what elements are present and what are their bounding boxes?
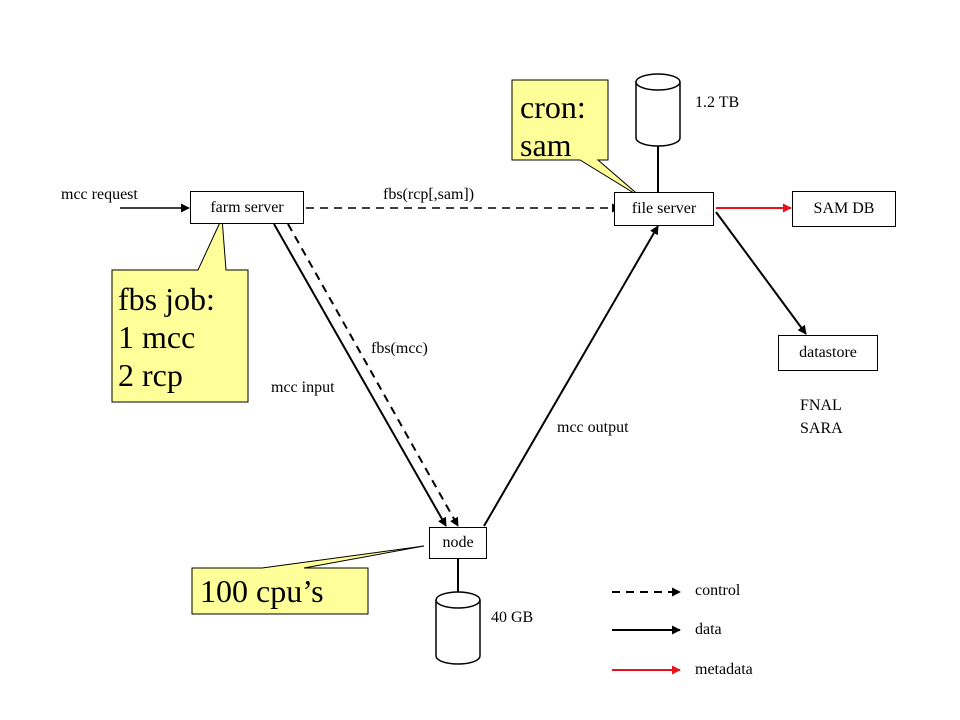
legend-data-label: data — [695, 621, 722, 638]
callout-cron-line-2: sam — [520, 127, 572, 163]
disk-icon-node — [435, 558, 481, 665]
disk-icon-file-server — [635, 73, 681, 192]
node-disk-size: 40 GB — [491, 609, 534, 626]
file-server-disk-size: 1.2 TB — [695, 94, 740, 111]
mcc-input-arrow — [273, 223, 447, 527]
callout-cron-shape — [511, 79, 643, 199]
mcc-output-arrow — [483, 225, 659, 527]
mcc-request-label: mcc request — [61, 186, 138, 203]
fbs-mcc-arrow — [287, 223, 459, 527]
callout-fbs-job-shape — [111, 216, 249, 403]
node-box: node — [429, 527, 487, 559]
file-server-box: file server — [614, 192, 714, 226]
fbs-rcp-sam-label: fbs(rcp[,sam]) — [383, 186, 475, 203]
sam-db-box: SAM DB — [792, 191, 896, 227]
datastore-site-sara: SARA — [800, 420, 843, 437]
callout-fbs-job-line-1: fbs job: — [118, 281, 215, 317]
mcc-input-label: mcc input — [271, 379, 335, 396]
callout-fbs-job-line-3: 2 rcp — [118, 357, 183, 393]
fbs-mcc-label: fbs(mcc) — [371, 340, 428, 357]
callout-cpus-text: 100 cpu’s — [200, 573, 324, 609]
farm-server-box: farm server — [190, 191, 304, 224]
datastore-arrow — [715, 211, 807, 335]
mcc-output-label: mcc output — [557, 419, 629, 436]
datastore-box: datastore — [778, 335, 878, 371]
legend-control-label: control — [695, 582, 741, 599]
callout-cpus-shape — [191, 545, 425, 615]
datastore-site-fnal: FNAL — [800, 397, 842, 414]
callout-fbs-job-line-2: 1 mcc — [118, 319, 196, 355]
callout-cron-line-1: cron: — [520, 89, 586, 125]
legend-metadata-label: metadata — [695, 661, 753, 678]
